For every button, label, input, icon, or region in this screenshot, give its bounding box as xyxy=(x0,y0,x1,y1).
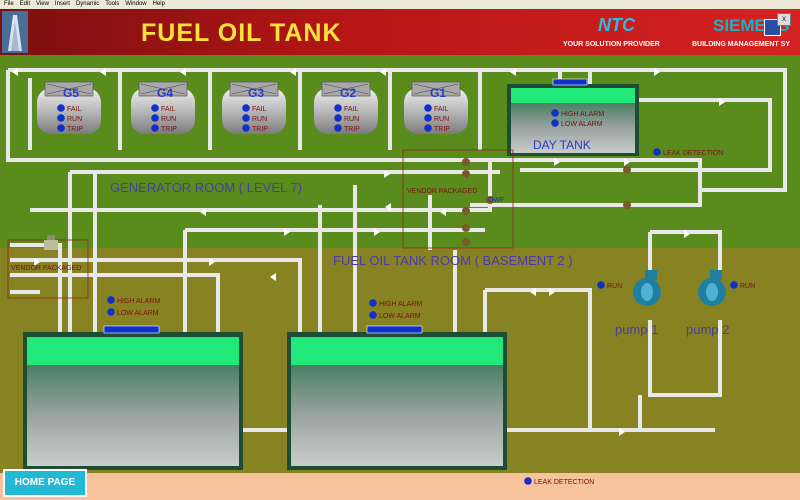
g5-run-label: RUN xyxy=(67,116,82,123)
menu-view[interactable]: View xyxy=(36,1,49,7)
header-banner: FUEL OIL TANK NTC YOUR SOLUTION PROVIDER… xyxy=(0,9,800,55)
g1-run-label: RUN xyxy=(434,116,449,123)
tank2-high-label: HIGH ALARM xyxy=(379,301,422,308)
day-tank-high-label: HIGH ALARM xyxy=(561,111,604,118)
menu-insert[interactable]: Insert xyxy=(54,1,70,7)
owf-valve-tag: OWF xyxy=(488,197,504,204)
tank1-low-label: LOW ALARM xyxy=(117,310,159,317)
storage-tank-2[interactable] xyxy=(287,325,507,470)
pump1-name: pump 1 xyxy=(615,322,658,337)
pump-1[interactable] xyxy=(633,270,661,306)
basement-room-label: FUEL OIL TANK ROOM ( BASEMENT 2 ) xyxy=(333,253,573,268)
day-tank[interactable] xyxy=(507,78,639,156)
g4-fail-indicator xyxy=(151,104,159,112)
pump2-name: pump 2 xyxy=(686,322,729,337)
g3-fail-indicator xyxy=(242,104,250,112)
g4-run-label: RUN xyxy=(161,116,176,123)
g2-trip-label: TRIP xyxy=(344,126,360,133)
g1-trip-indicator xyxy=(424,124,432,132)
footer-bar xyxy=(0,473,800,500)
bms-tagline: BUILDING MANAGEMENT SY xyxy=(692,41,790,48)
g5-trip-label: TRIP xyxy=(67,126,83,133)
menu-dynamic[interactable]: Dynamic xyxy=(75,1,100,7)
g3-fail-label: FAIL xyxy=(252,106,267,113)
day-tank-leak-indicator xyxy=(653,148,661,156)
building-logo-icon xyxy=(2,11,28,53)
menu-tools[interactable]: Tools xyxy=(105,1,120,7)
generator-room-label: GENERATOR ROOM ( LEVEL 7) xyxy=(110,180,302,195)
day-tank-name: DAY TANK xyxy=(533,138,591,152)
g2-fail-label: FAIL xyxy=(344,106,359,113)
g5-name: G5 xyxy=(63,86,79,100)
pump1-run-label: RUN xyxy=(607,283,622,290)
g2-run-indicator xyxy=(334,114,342,122)
g5-run-indicator xyxy=(57,114,65,122)
g4-trip-indicator xyxy=(151,124,159,132)
g2-name: G2 xyxy=(340,86,356,100)
pump2-run-label: RUN xyxy=(740,283,755,290)
ntc-tagline: YOUR SOLUTION PROVIDER xyxy=(563,41,660,48)
pipework xyxy=(6,68,787,432)
home-page-button[interactable]: HOME PAGE xyxy=(3,469,87,497)
g4-run-indicator xyxy=(151,114,159,122)
menu-edit[interactable]: Edit xyxy=(19,1,31,7)
menu-window[interactable]: Window xyxy=(125,1,147,7)
menu-bar: File Edit View Insert Dynamic Tools Window Help xyxy=(0,0,800,9)
g4-name: G4 xyxy=(157,86,173,100)
generator-g4[interactable] xyxy=(131,81,195,134)
pump1-run-indicator xyxy=(597,281,605,289)
g2-fail-indicator xyxy=(334,104,342,112)
menu-file[interactable]: File xyxy=(4,1,14,7)
g5-fail-indicator xyxy=(57,104,65,112)
generator-g5[interactable] xyxy=(37,81,101,134)
g2-trip-indicator xyxy=(334,124,342,132)
g5-fail-label: FAIL xyxy=(67,106,82,113)
tank2-low-indicator xyxy=(369,311,377,319)
vendor-package-box xyxy=(402,149,514,249)
day-tank-low-indicator xyxy=(551,119,559,127)
menu-help[interactable]: Help xyxy=(152,1,165,7)
g1-run-indicator xyxy=(424,114,432,122)
generator-room-area xyxy=(0,55,800,248)
g1-fail-indicator xyxy=(424,104,432,112)
g2-run-label: RUN xyxy=(344,116,359,123)
storage-tank-1[interactable] xyxy=(23,325,243,470)
tank1-high-label: HIGH ALARM xyxy=(117,298,160,305)
g3-run-label: RUN xyxy=(252,116,267,123)
tank1-high-indicator xyxy=(107,296,115,304)
g3-trip-indicator xyxy=(242,124,250,132)
day-tank-high-indicator xyxy=(551,109,559,117)
g1-name: G1 xyxy=(430,86,446,100)
generator-g3[interactable] xyxy=(222,81,286,134)
pump2-run-indicator xyxy=(730,281,738,289)
g3-name: G3 xyxy=(248,86,264,100)
page-title: FUEL OIL TANK xyxy=(141,19,342,47)
window-close-button[interactable]: x xyxy=(777,13,791,26)
tank2-high-indicator xyxy=(369,299,377,307)
footer-leak-label: LEAK DETECTION xyxy=(534,479,594,486)
ntc-logo: NTC xyxy=(598,15,635,35)
day-tank-leak-label: LEAK DETECTION xyxy=(663,150,723,157)
g3-trip-label: TRIP xyxy=(252,126,268,133)
g1-trip-label: TRIP xyxy=(434,126,450,133)
window-restore-button[interactable] xyxy=(764,19,781,36)
vendor-package-label: VENDOR PACKAGED xyxy=(407,188,477,195)
generator-g1[interactable] xyxy=(404,81,468,134)
valves xyxy=(462,158,631,246)
pump-2[interactable] xyxy=(698,270,726,306)
g4-fail-label: FAIL xyxy=(161,106,176,113)
vendor-package-label-2: VENDOR PACKAGED xyxy=(11,265,81,272)
day-tank-low-label: LOW ALARM xyxy=(561,121,603,128)
generator-g2[interactable] xyxy=(314,81,378,134)
g4-trip-label: TRIP xyxy=(161,126,177,133)
footer-leak-indicator xyxy=(524,477,532,485)
g5-trip-indicator xyxy=(57,124,65,132)
tank2-low-label: LOW ALARM xyxy=(379,313,421,320)
g1-fail-label: FAIL xyxy=(434,106,449,113)
vendor-valve-icon xyxy=(44,235,58,250)
g3-run-indicator xyxy=(242,114,250,122)
tank1-low-indicator xyxy=(107,308,115,316)
